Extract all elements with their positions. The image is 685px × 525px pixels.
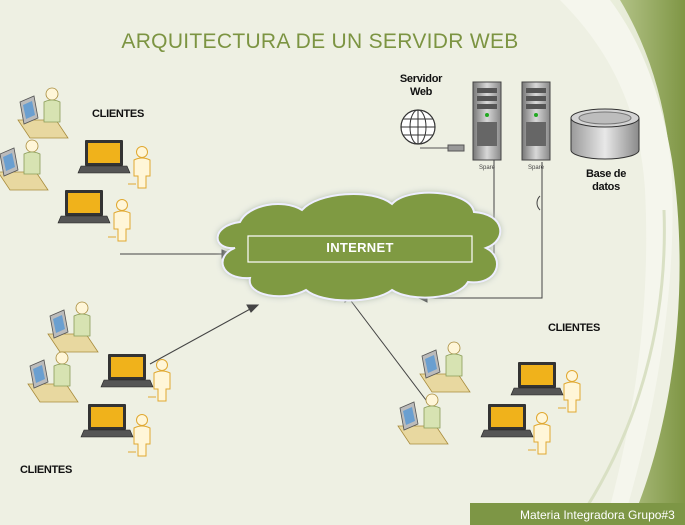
- laptop-icon: [510, 362, 564, 396]
- clients-label-top: CLIENTES: [92, 108, 144, 120]
- workstation-icon: [0, 139, 49, 191]
- web-server-label-line2: Web: [409, 86, 433, 98]
- workstation-icon: [419, 341, 471, 393]
- database-icon: [570, 108, 640, 160]
- server-icon-1: [472, 81, 502, 161]
- workstation-icon: [17, 87, 69, 139]
- server-link-2: [425, 162, 543, 299]
- decorative-band-edge: [573, 209, 666, 525]
- footer-strip: [470, 503, 685, 525]
- internet-label: INTERNET: [326, 240, 394, 255]
- person-icon: [128, 146, 151, 189]
- laptop-icons: [57, 140, 564, 438]
- laptop-icon: [480, 404, 534, 438]
- server-icon-2: [521, 81, 551, 161]
- internet-cloud: [216, 191, 502, 302]
- decorative-band-light: [560, 0, 673, 525]
- footer-text: Materia Integradora Grupo#3: [520, 508, 675, 522]
- person-icon: [558, 370, 581, 413]
- laptop-icon: [100, 354, 154, 388]
- web-server-label-line1: Servidor: [399, 73, 443, 85]
- globe-connector: [447, 144, 465, 152]
- laptop-icon: [57, 190, 111, 224]
- arrowhead-lower-left: [246, 304, 260, 313]
- laptop-icon: [77, 140, 131, 174]
- person-icons: [108, 146, 581, 457]
- clients-label-bottom: CLIENTES: [20, 464, 72, 476]
- arrow-lower-left-clients: [149, 307, 253, 365]
- workstation-icon: [397, 393, 449, 445]
- workstation-icon: [27, 351, 79, 403]
- workstation-icons: [0, 87, 471, 445]
- person-icon: [148, 359, 171, 402]
- person-icon: [128, 414, 151, 457]
- person-icon: [108, 199, 131, 242]
- server-cable-mark: [536, 195, 541, 211]
- clients-label-right: CLIENTES: [548, 322, 600, 334]
- workstation-icon: [47, 301, 99, 353]
- database-label-line1: Base de: [585, 168, 627, 180]
- web-server-label: Servidor Web: [399, 73, 443, 99]
- laptop-icon: [80, 404, 134, 438]
- database-label: Base de datos: [582, 168, 630, 194]
- server-tag-1: Spare: [479, 165, 496, 171]
- internet-label-box: [247, 235, 473, 263]
- server-tag-2: Spare: [528, 165, 545, 171]
- person-icon: [528, 412, 551, 455]
- database-label-line2: datos: [592, 181, 620, 193]
- diagram-title: ARQUITECTURA DE UN SERVIDR WEB: [121, 30, 519, 53]
- globe-icon: [400, 109, 436, 145]
- decorative-band: [610, 0, 685, 525]
- arrow-lower-right-clients: [347, 296, 433, 409]
